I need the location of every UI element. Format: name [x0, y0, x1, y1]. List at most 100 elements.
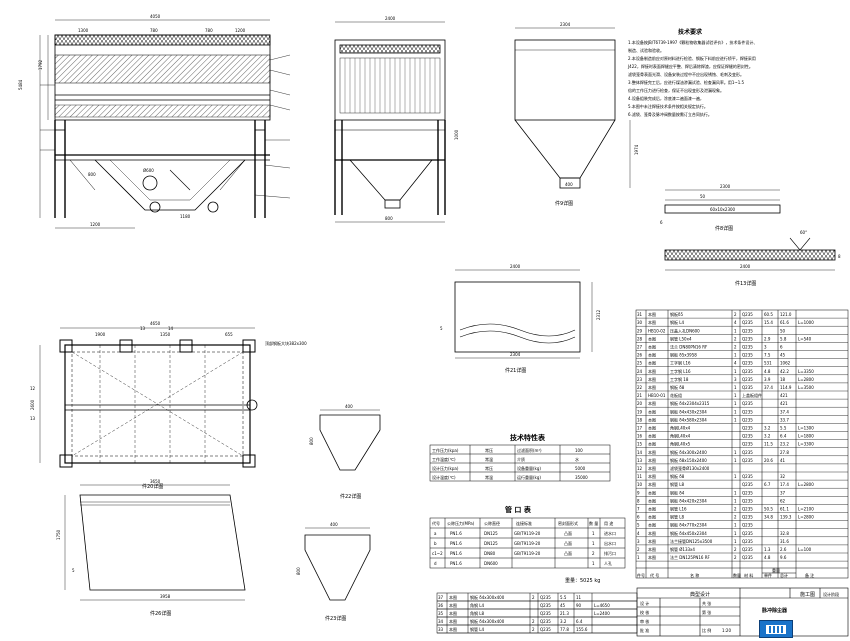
parts-row-cell: 30	[637, 320, 643, 325]
side-view	[334, 21, 446, 223]
parts-row-cell: 本图	[648, 441, 656, 447]
part21-drawing	[454, 269, 593, 359]
parts-row-cell: 1	[734, 409, 737, 414]
parts-row-cell: Q235	[742, 336, 753, 341]
weight-note: 重量：5025 kg	[565, 577, 600, 584]
tech-cell: 运行重量(kg)	[517, 474, 541, 480]
front-dim-bot-b: 1180	[180, 214, 191, 219]
lower-part-row-cell: 本图	[449, 618, 457, 624]
front-dim-mid-d: 1200	[235, 28, 246, 33]
tech-cell: 设备重量(kg)	[517, 465, 541, 471]
part8-label: 件8详图	[715, 225, 733, 232]
parts-row-cell: L=3300	[798, 442, 814, 447]
tech-cell: 常压	[485, 447, 493, 453]
parts-row-cell: 钢板 δ5x3958	[670, 352, 697, 358]
parts-row-cell: L=2800	[798, 377, 814, 382]
parts-row-cell: 9.6	[780, 555, 787, 560]
lower-part-row-cell: 11	[576, 595, 582, 600]
parts-row-cell: 20.6	[764, 458, 773, 463]
parts-row-cell: Q235	[742, 345, 753, 350]
pipe-cell: a	[434, 531, 437, 536]
title-scale: 1:20	[722, 628, 731, 633]
part8-dim-inner: 50	[700, 194, 706, 199]
lower-part-row-cell: 2	[532, 619, 535, 624]
keyboard-icon[interactable]	[759, 620, 793, 638]
front-view	[39, 19, 271, 229]
parts-row-cell: HB10-01	[648, 393, 666, 398]
parts-row-cell: 角钢L40x4	[670, 433, 691, 439]
pipe-cell: b	[434, 541, 437, 546]
parts-row-cell: 钢管 L8	[670, 514, 684, 520]
pipe-cell: 1	[592, 541, 595, 546]
part8-dim-h: 6	[660, 220, 663, 225]
plan-label: 件20详图	[142, 483, 163, 490]
tech-cell: 5000	[575, 466, 586, 471]
lower-part-row-cell: 2	[532, 595, 535, 600]
parts-row-cell: 13	[637, 458, 643, 463]
pipe-cell: DN80	[484, 551, 496, 556]
pipe-cell: PN1.6	[450, 541, 462, 546]
parts-row-cell: 9	[637, 490, 640, 495]
parts-row-cell: 121.0	[780, 312, 792, 317]
tech-cell: 工作温度(℃)	[432, 456, 456, 462]
parts-row-cell: 1	[734, 328, 737, 333]
parts-row-cell: 本图	[648, 433, 656, 439]
parts-row-cell: 37.4	[780, 409, 789, 414]
parts-row-cell: L=3350	[798, 369, 814, 374]
parts-row-cell: 本图	[648, 522, 656, 528]
parts-row-cell: Q235	[742, 385, 753, 390]
parts-row-cell: 16	[637, 434, 643, 439]
parts-row-cell: Q235	[742, 458, 753, 463]
parts-row-cell: 5.8	[780, 336, 787, 341]
parts-row-cell: Q235	[742, 409, 753, 414]
parts-head: 备 注	[805, 572, 814, 578]
pipe-head: 密封面形式	[558, 520, 578, 526]
front-view-balloons	[40, 54, 291, 199]
parts-row-cell: 20	[637, 401, 643, 406]
parts-row-cell: L=1800	[798, 434, 814, 439]
front-dim-bot-a: 800	[88, 172, 96, 177]
parts-row-cell: 11	[637, 474, 643, 479]
parts-row-cell: 钢管 Ø133x4	[670, 546, 695, 552]
lower-part-row-cell: 36	[438, 603, 444, 608]
part13-dim-w: 2400	[740, 264, 751, 269]
lower-part-row-cell: 90	[576, 603, 582, 608]
pipe-table-grid	[429, 517, 626, 569]
parts-row-cell: 本图	[648, 360, 656, 366]
parts-row-cell: 23.2	[780, 442, 789, 447]
parts-row-cell: 钢管 L50x4	[670, 335, 692, 341]
parts-row-cell: 28	[637, 336, 643, 341]
parts-row-cell: 本图	[648, 449, 656, 455]
lower-part-row-cell: 45	[560, 603, 566, 608]
lower-part-row-cell: 本图	[449, 610, 457, 616]
parts-row-cell: 1	[734, 393, 737, 398]
lower-part-row-cell: 本图	[449, 626, 457, 632]
part9-dim-mid: 1974	[634, 144, 639, 155]
part23-drawing	[304, 527, 371, 601]
parts-row-cell: 钢管 L16	[670, 506, 687, 512]
pipe-cell: 凸面	[564, 531, 572, 536]
parts-row-cell: 1	[734, 490, 737, 495]
part23-dim-b: 800	[296, 567, 301, 575]
plan-tag: 13	[30, 416, 36, 421]
tech-table-cells: 工作压力(kpa) 常压 过滤面积(m²) 100 工作温度(℃) 常温 介质 …	[432, 447, 588, 480]
parts-row-cell: 5	[637, 523, 640, 528]
parts-head: 名 称	[690, 572, 699, 578]
title-sheet-no: 第 张	[702, 609, 711, 615]
parts-row-cell: Q235	[742, 474, 753, 479]
parts-row-cell: 工字钢 L16	[670, 360, 691, 366]
parts-row-cell: 1	[734, 353, 737, 358]
parts-row-cell: 本图	[648, 352, 656, 358]
front-dim-hole: Ø600	[143, 168, 154, 173]
parts-row-cell: 钢板 δ8	[670, 473, 685, 479]
side-dim-h: 1000	[454, 129, 459, 140]
parts-list-header	[636, 567, 848, 574]
pipe-cell: 凸面	[564, 551, 572, 556]
parts-list-grid	[635, 309, 849, 579]
pipe-head: 用 途	[604, 520, 613, 526]
parts-row-cell: 本图	[648, 514, 656, 520]
parts-row-cell: 3	[764, 345, 767, 350]
parts-row-cell: 本图	[648, 425, 656, 431]
part21-dim-h: 2312	[596, 309, 601, 320]
